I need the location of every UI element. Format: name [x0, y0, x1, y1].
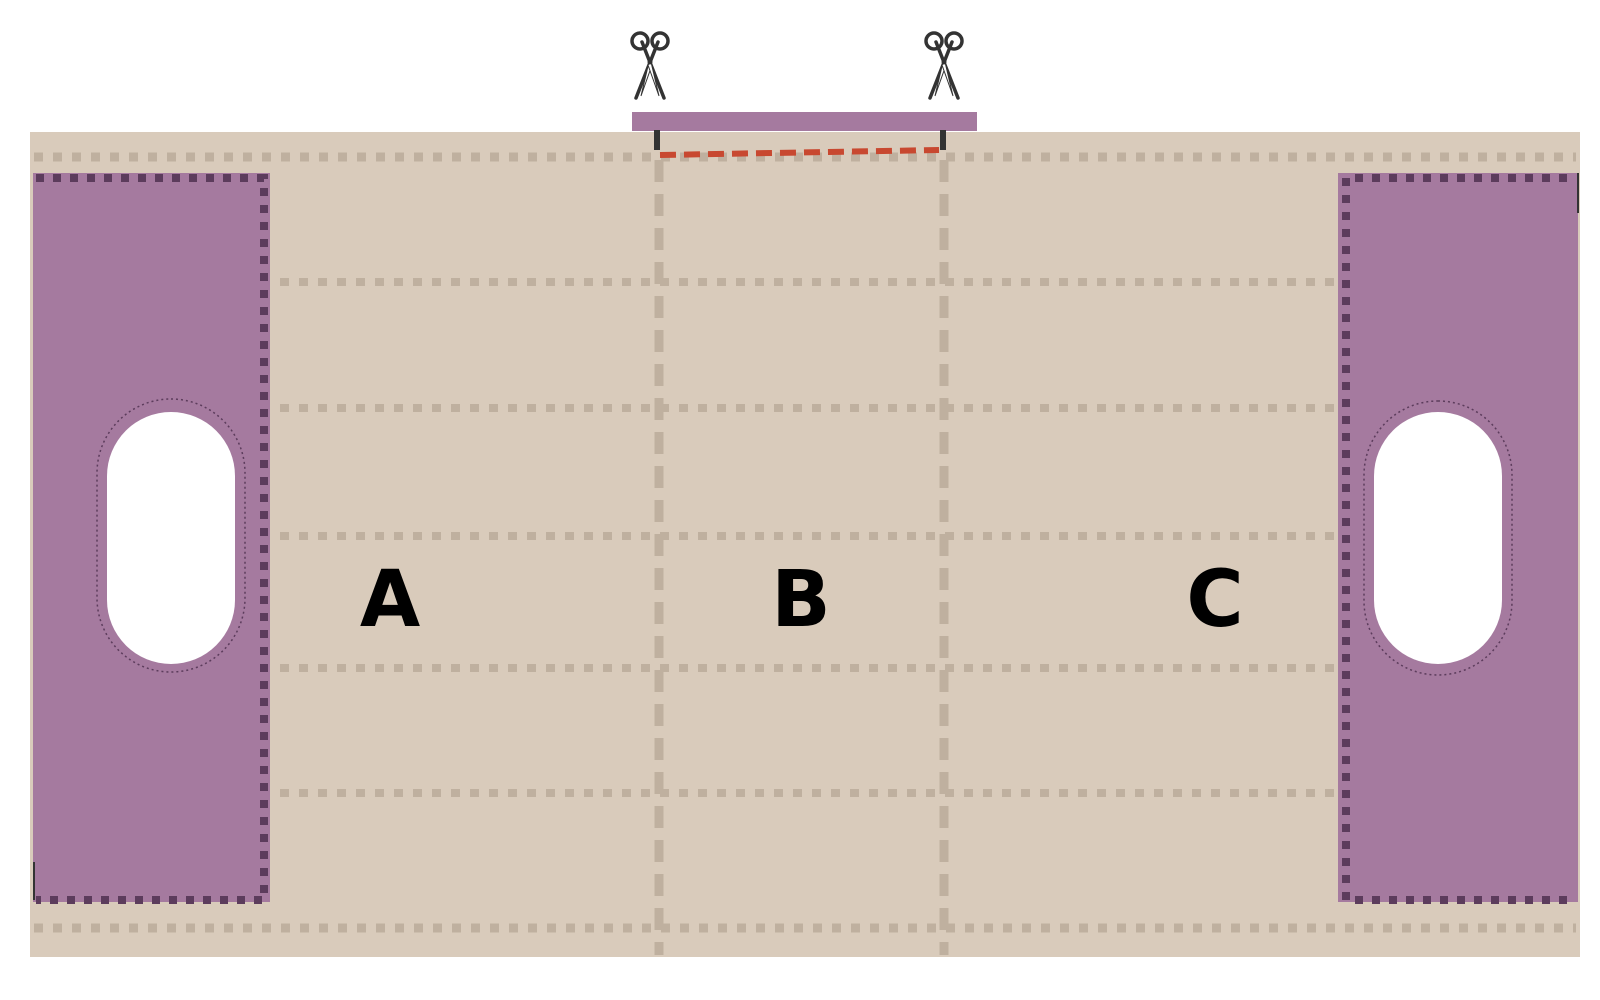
left-handle-panel [33, 173, 270, 904]
section-label-c: C [1186, 555, 1243, 645]
scissors-icon [630, 31, 670, 100]
right-handle-stitch [1363, 400, 1513, 676]
left-handle-stitch [96, 398, 246, 673]
section-label-a: A [360, 555, 420, 645]
left-handle-hole [107, 412, 235, 664]
section-label-b: B [771, 555, 830, 645]
right-handle-hole [1374, 412, 1502, 664]
fabric-base [30, 132, 1580, 957]
cut-markers [654, 130, 946, 158]
fold-guides-vertical [654, 160, 949, 955]
right-panel-stitching [1342, 174, 1576, 904]
top-tab-strip [632, 112, 977, 131]
fold-guides-horizontal [280, 278, 1335, 797]
right-handle-panel [1338, 173, 1579, 904]
scissors-icon [924, 31, 964, 100]
